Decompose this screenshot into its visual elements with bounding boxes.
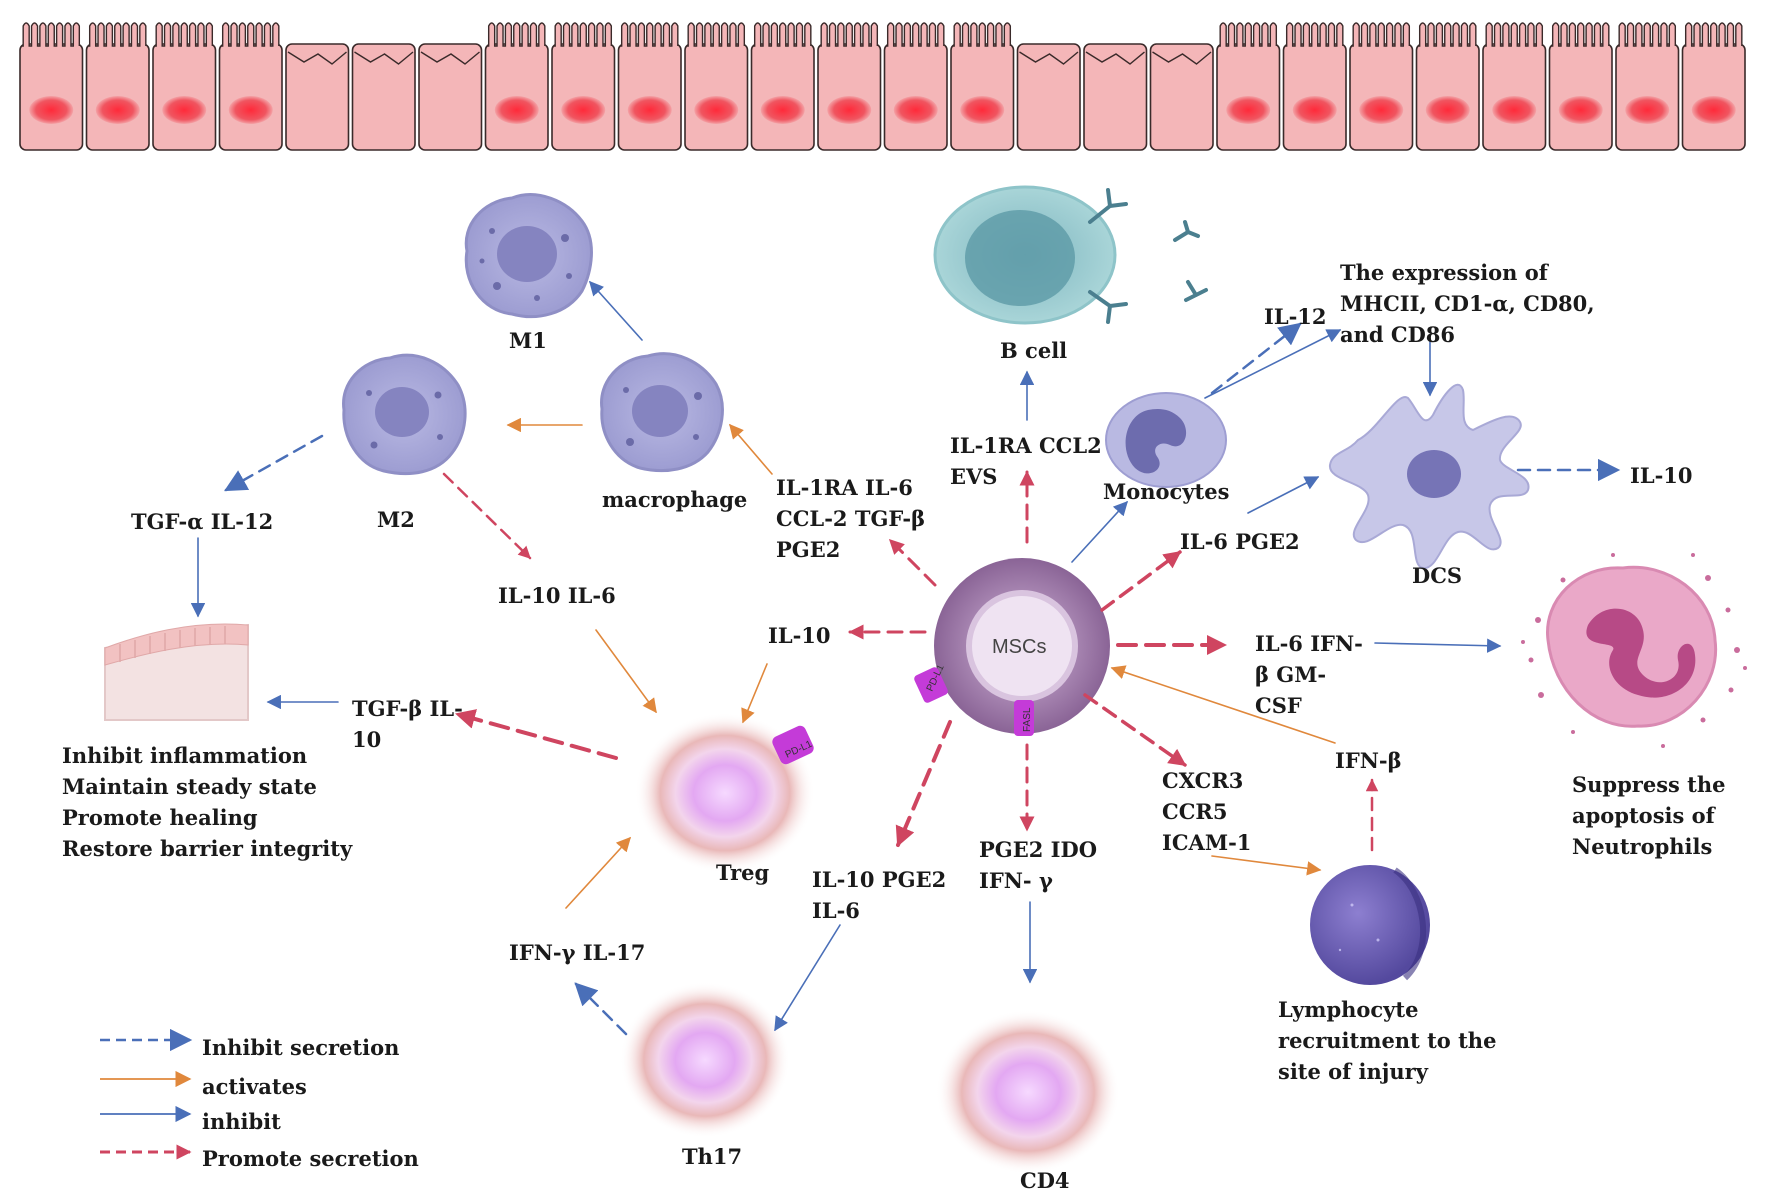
- arrow-il1ra-to-macrophage: [729, 423, 773, 475]
- epithelial-cell: [285, 43, 350, 151]
- epithelial-cell: [1482, 22, 1547, 151]
- m2-macrophage-icon: [342, 353, 467, 475]
- intestinal-epithelium: [19, 22, 1746, 151]
- epithelial-cell: [218, 22, 283, 151]
- arrow-il10pge2-to-th17: [774, 924, 841, 1032]
- epithelial-cell: [1349, 22, 1414, 151]
- epithelial-cell: [1548, 22, 1613, 151]
- tgfa-il12-label: TGF-α IL-12: [131, 509, 274, 534]
- epithelial-cell: [1016, 43, 1081, 151]
- arrow-th17-to-ifng-il17: [574, 982, 628, 1036]
- legend-activates-label: activates: [202, 1074, 307, 1099]
- il10-pge2-il6-label: IL-10 PGE2 IL-6: [812, 867, 947, 923]
- epithelial-cell: [551, 22, 616, 151]
- arrow-monocyte-to-il12: [1210, 322, 1302, 395]
- epithelial-cell: [883, 22, 948, 151]
- treg-label: Treg: [716, 860, 770, 885]
- arrow-msc-to-il1ra-il6: [888, 538, 937, 587]
- il10-dc-label: IL-10: [1630, 463, 1693, 488]
- epithelial-cell: [1282, 22, 1347, 151]
- epithelial-cell: [684, 22, 749, 151]
- arrow-m2-to-il10il6: [442, 472, 532, 560]
- il10-il6-label: IL-10 IL-6: [498, 583, 616, 608]
- th17-cell-icon: [620, 982, 790, 1138]
- arrow-il10il6-to-treg: [595, 629, 657, 714]
- epithelial-cell: [85, 22, 150, 151]
- epithelial-cell: [152, 22, 217, 151]
- epithelial-cell: [1216, 22, 1281, 151]
- il12-monocyte-label: IL-12: [1264, 304, 1327, 329]
- epithelial-cell: [750, 22, 815, 151]
- epithelial-cell: [817, 22, 882, 151]
- epithelial-cell: [351, 43, 416, 151]
- legend-inhibit-label: inhibit: [202, 1109, 281, 1134]
- epithelial-cell: [418, 43, 483, 151]
- epithelial-cell: [1681, 22, 1746, 151]
- epithelial-cell: [1415, 22, 1480, 151]
- treg-cell-icon: [635, 713, 815, 873]
- arrow-il6ifnb-to-neutrophil: [1374, 638, 1502, 653]
- mhc-expression-label: The expression of MHCII, CD1-α, CD80, an…: [1340, 260, 1595, 347]
- dcs-label: DCS: [1412, 563, 1463, 588]
- arrow-ifnb-to-msc: [1110, 665, 1336, 744]
- epithelial-cell: [1149, 43, 1214, 151]
- ifn-b-label: IFN-β: [1335, 748, 1402, 773]
- b-cell-icon: [933, 185, 1208, 325]
- m1-label: M1: [509, 328, 547, 353]
- arrow-msc-to-il10pge2: [895, 720, 952, 847]
- outcomes-label: Inhibit inflammation Maintain steady sta…: [62, 743, 353, 861]
- arrow-cxcr3-to-lymphocyte: [1211, 855, 1322, 876]
- ifng-il17-label: IFN-γ IL-17: [509, 940, 646, 965]
- arrow-macrophage-to-m1: [589, 280, 643, 341]
- epithelial-cell: [617, 22, 682, 151]
- neutrophil-icon: [1521, 553, 1747, 748]
- arrow-m2-to-tgfa-il12: [224, 434, 324, 492]
- arrow-il10-to-treg: [741, 663, 768, 724]
- epithelial-cell: [484, 22, 549, 151]
- tissue-barrier-icon: [104, 623, 249, 721]
- il1ra-il6-ccl2-tgfb-pge2-label: IL-1RA IL-6 CCL-2 TGF-β PGE2: [776, 475, 926, 562]
- mscs-label: MSCs: [992, 636, 1047, 658]
- m1-macrophage-icon: [464, 193, 593, 319]
- pge2-ido-ifng-label: PGE2 IDO IFN- γ: [979, 837, 1097, 893]
- il1ra-ccl2-evs-label: IL-1RA CCL2 EVS: [950, 433, 1102, 489]
- m2-label: M2: [377, 507, 415, 532]
- arrows: [190, 280, 1621, 1036]
- lymphocyte-icon: [1310, 865, 1430, 985]
- il6-pge2-label: IL-6 PGE2: [1180, 529, 1300, 554]
- monocyte-icon: [1105, 392, 1227, 488]
- dendritic-cell-icon: [1329, 383, 1530, 569]
- msc-cell-icon: [914, 558, 1110, 736]
- th17-label: Th17: [682, 1144, 743, 1169]
- arrow-ifng-to-treg: [565, 836, 631, 909]
- legend-promote-secretion-label: Promote secretion: [202, 1146, 419, 1171]
- epithelial-cell: [950, 22, 1015, 151]
- arrow-msc-to-il6pge2: [1100, 550, 1182, 612]
- epithelial-cell: [1615, 22, 1680, 151]
- arrow-treg-to-tgfb: [455, 709, 618, 760]
- legend-lines: [100, 1028, 193, 1160]
- fasl-label: FASL: [1022, 707, 1033, 732]
- monocytes-label: Monocytes: [1103, 479, 1230, 504]
- arrow-msc-to-monocyte: [1071, 500, 1128, 563]
- tgfb-il10-label: TGF-β IL- 10: [352, 696, 463, 752]
- epithelial-cell: [1083, 43, 1148, 151]
- il10-msc-label: IL-10: [768, 623, 831, 648]
- legend-inhibit-secretion-label: Inhibit secretion: [202, 1035, 400, 1060]
- il6-ifnb-gmcsf-label: IL-6 IFN- β GM- CSF: [1255, 631, 1363, 718]
- arrow-monocyte-to-expression: [1204, 329, 1342, 399]
- arrow-il6pge2-to-dcs: [1247, 476, 1320, 514]
- cxcr3-ccr5-icam1-label: CXCR3 CCR5 ICAM-1: [1162, 768, 1252, 855]
- cd4-label: CD4: [1020, 1168, 1070, 1193]
- b-cell-label: B cell: [1000, 338, 1068, 363]
- cd4-cell-icon: [936, 1010, 1120, 1174]
- macrophage-icon: [600, 352, 724, 473]
- lymphocyte-effect-label: Lymphocyte recruitment to the site of in…: [1278, 997, 1497, 1084]
- arrow-msc-to-cxcr3: [1083, 693, 1187, 767]
- epithelial-cell: [19, 22, 84, 151]
- macrophage-label: macrophage: [602, 487, 748, 512]
- neutrophil-effect-label: Suppress the apoptosis of Neutrophils: [1572, 772, 1726, 859]
